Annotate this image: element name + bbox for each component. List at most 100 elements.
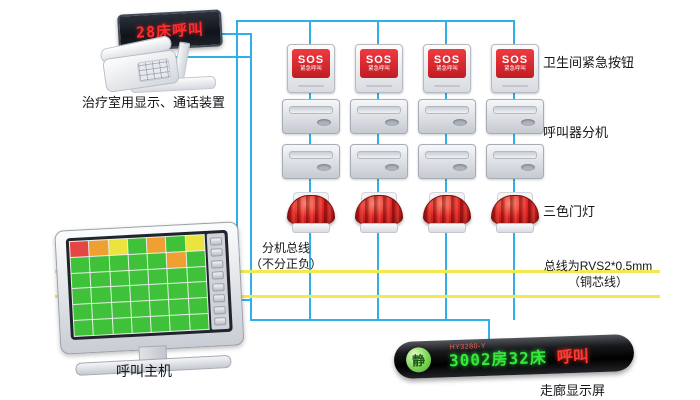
bed-grid-cell xyxy=(149,284,169,301)
sos-button: SOS 紧急呼叫 xyxy=(491,44,539,93)
monitor-side-button xyxy=(212,294,226,303)
wire-yellow-bus-1 xyxy=(55,270,660,273)
bed-grid-cell xyxy=(73,304,93,321)
bed-grid-cell xyxy=(186,250,206,267)
intercom-phone xyxy=(98,34,182,93)
bed-grid-cell xyxy=(170,315,190,331)
label-extension-bus-line1: 分机总线 xyxy=(261,241,310,255)
label-call-extension: 呼叫器分机 xyxy=(543,125,609,140)
bed-grid-cell xyxy=(90,271,110,288)
wire-corridor-drop xyxy=(488,319,490,349)
door-lamp xyxy=(352,192,404,234)
sos-subtitle: 紧急呼叫 xyxy=(300,66,322,72)
door-lamp-dome xyxy=(287,195,335,226)
monitor-side-button xyxy=(213,305,226,315)
bed-grid-cell xyxy=(166,236,186,252)
wire-left-riser-b xyxy=(250,33,252,321)
sos-subtitle: 紧急呼叫 xyxy=(436,66,458,72)
bed-grid-cell xyxy=(130,285,150,302)
sos-button: SOS 紧急呼叫 xyxy=(423,44,471,93)
door-lamp xyxy=(488,192,540,234)
wire-left-riser-a xyxy=(236,20,238,301)
wire-bottom-bus xyxy=(250,319,490,321)
door-lamp-dome xyxy=(491,195,539,226)
label-treatment-room: 治疗室用显示、通话装置 xyxy=(82,95,226,110)
bed-grid-cell xyxy=(71,272,91,289)
monitor-side-button xyxy=(214,317,227,326)
monitor-screen xyxy=(65,229,233,341)
bed-grid-cell xyxy=(92,303,112,320)
sos-red-panel: SOS 紧急呼叫 xyxy=(496,49,534,78)
bed-grid-cell xyxy=(131,317,151,333)
sos-title: SOS xyxy=(297,54,325,66)
door-lamp xyxy=(284,192,336,234)
sos-red-panel: SOS 紧急呼叫 xyxy=(428,49,466,78)
bed-grid-cell xyxy=(70,256,90,273)
bed-grid-cell xyxy=(189,314,209,330)
bed-grid-cell xyxy=(129,269,149,286)
monitor-side-button xyxy=(211,259,224,269)
bed-grid-cell xyxy=(168,283,188,300)
bed-grid-cell xyxy=(130,301,150,318)
label-call-host: 呼叫主机 xyxy=(116,363,172,379)
label-door-lamp: 三色门灯 xyxy=(543,204,596,219)
bed-grid-cell xyxy=(108,239,128,255)
call-extension xyxy=(418,99,476,134)
monitor-side-buttons xyxy=(206,232,230,330)
sos-subtitle: 紧急呼叫 xyxy=(504,66,526,72)
label-toilet-sos: 卫生间紧急按钮 xyxy=(543,55,635,70)
corridor-display: 静 HY3280-Y 3002房32床 呼叫 xyxy=(393,333,635,380)
monitor-frame xyxy=(54,221,245,355)
bed-grid-cell xyxy=(72,288,92,305)
call-extension xyxy=(486,144,544,179)
call-host-monitor xyxy=(54,221,245,378)
bed-grid-cell xyxy=(167,267,187,284)
bed-grid-cell xyxy=(187,266,207,283)
label-bus-spec-line2: （铜芯线） xyxy=(567,275,628,289)
bed-grid-cell xyxy=(151,316,171,332)
corridor-model-text: HY3280-Y xyxy=(449,342,487,352)
bed-grid-cell xyxy=(91,287,111,304)
bed-grid-cell xyxy=(110,286,130,303)
bed-grid-cell xyxy=(110,270,130,287)
sos-subtitle: 紧急呼叫 xyxy=(368,66,390,72)
bed-grid-cell xyxy=(74,320,94,336)
sos-title: SOS xyxy=(501,54,529,66)
bed-grid-cell xyxy=(127,238,147,254)
label-extension-bus-line2: （不分正负） xyxy=(249,257,322,271)
bed-grid-cell xyxy=(185,235,205,251)
bed-grid-cell xyxy=(69,241,89,257)
door-lamp-base xyxy=(292,223,330,233)
bed-grid-cell xyxy=(89,255,109,272)
monitor-side-button xyxy=(209,236,223,246)
label-bus-spec-line1: 总线为RVS2*0.5mm xyxy=(543,259,653,273)
bed-grid-cell xyxy=(166,251,187,268)
bed-grid-cell xyxy=(93,319,113,335)
bed-status-grid xyxy=(68,233,210,337)
label-extension-bus: 分机总线 （不分正负） xyxy=(238,240,334,272)
label-corridor-display: 走廊显示屏 xyxy=(540,383,606,398)
door-lamp xyxy=(420,192,472,234)
bed-grid-cell xyxy=(147,252,167,269)
call-extension xyxy=(282,99,340,134)
bed-grid-cell xyxy=(112,318,132,334)
bed-grid-cell xyxy=(150,300,170,317)
wire-display-link xyxy=(214,33,252,35)
door-lamp-base xyxy=(428,223,466,233)
monitor-side-button xyxy=(212,282,225,292)
bed-grid-cell xyxy=(146,237,166,253)
call-extension xyxy=(486,99,544,134)
call-extension xyxy=(350,99,408,134)
quiet-badge: 静 xyxy=(405,346,432,373)
phone-keypad xyxy=(136,58,172,83)
label-bus-spec: 总线为RVS2*0.5mm （铜芯线） xyxy=(528,258,668,290)
call-extension xyxy=(418,144,476,179)
sos-title: SOS xyxy=(365,54,393,66)
bed-grid-cell xyxy=(111,302,131,319)
sos-title: SOS xyxy=(433,54,461,66)
door-lamp-base xyxy=(496,223,534,233)
wire-yellow-bus-2 xyxy=(55,295,660,298)
quiet-badge-text: 静 xyxy=(411,353,426,369)
bed-grid-cell xyxy=(188,298,208,315)
